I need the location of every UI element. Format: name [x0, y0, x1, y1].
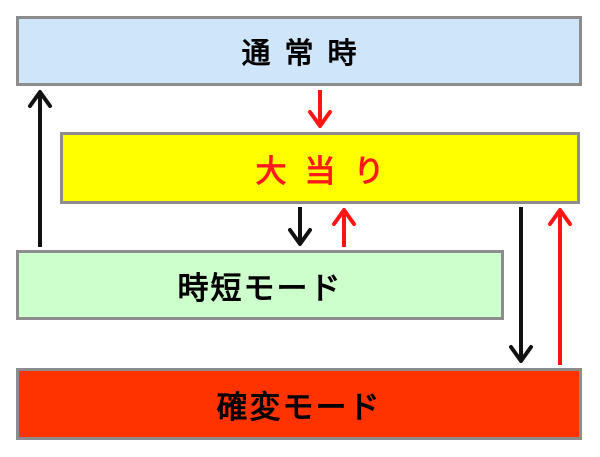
- arrow-normal-to-jackpot: [308, 90, 332, 128]
- state-short-time-box: 時短モード: [16, 250, 504, 320]
- arrow-short-time-to-normal: [28, 90, 52, 247]
- arrow-jackpot-to-short-time: [288, 207, 312, 246]
- state-normal-box: 通常時: [16, 16, 582, 86]
- arrow-short-time-to-jackpot: [332, 208, 356, 247]
- state-probability-change-box: 確変モード: [16, 368, 582, 440]
- arrow-probability-change-to-jackpot: [548, 208, 572, 365]
- state-probability-change-label: 確変モード: [216, 389, 382, 426]
- state-jackpot-label: 大当り: [255, 153, 403, 190]
- arrow-jackpot-to-probability-change: [509, 207, 533, 363]
- state-jackpot-box: 大当り: [60, 132, 580, 204]
- state-normal-label: 通常時: [241, 36, 371, 70]
- state-short-time-label: 時短モード: [177, 270, 343, 307]
